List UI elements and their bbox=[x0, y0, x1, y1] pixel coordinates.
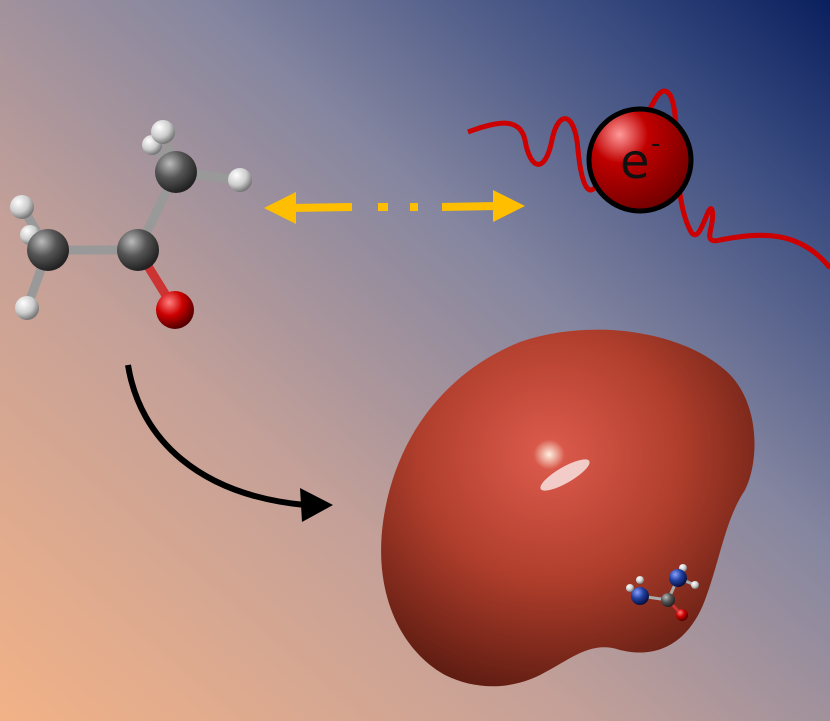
hydrogen-atom bbox=[151, 120, 175, 144]
carbon-atom bbox=[27, 229, 69, 271]
transformation-arrow bbox=[125, 364, 333, 522]
oxygen-atom bbox=[156, 291, 194, 329]
acetone-molecule bbox=[10, 120, 252, 329]
hydrogen-atom bbox=[15, 296, 39, 320]
nitrogen-atom bbox=[631, 587, 649, 605]
oxygen-atom bbox=[676, 609, 688, 621]
electron-density-isosurface bbox=[381, 329, 755, 687]
hydrogen-atom bbox=[10, 195, 34, 219]
carbon-atom bbox=[117, 229, 159, 271]
electron-wave bbox=[467, 88, 830, 270]
electron-symbol: e bbox=[620, 134, 650, 190]
embedded-molecule bbox=[626, 564, 699, 621]
nitrogen-atom bbox=[669, 569, 687, 587]
specular-highlight bbox=[540, 459, 590, 491]
interaction-double-arrow bbox=[264, 190, 525, 224]
carbon-atom bbox=[155, 151, 197, 193]
electron: e - bbox=[586, 106, 694, 214]
electron-charge: - bbox=[651, 129, 660, 159]
hydrogen-atom bbox=[228, 168, 252, 192]
carbon-atom bbox=[661, 593, 675, 607]
